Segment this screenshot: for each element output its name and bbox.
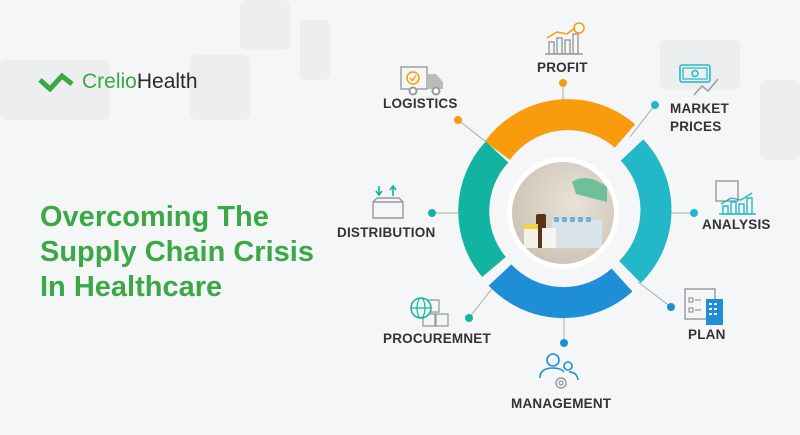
market-prices-dot bbox=[651, 101, 659, 109]
analysis-chart-icon bbox=[715, 180, 756, 215]
distribution-dot bbox=[428, 209, 436, 217]
node-management: MANAGEMENT bbox=[511, 396, 612, 411]
brand-name: CrelioHealth bbox=[82, 70, 198, 93]
brand-logo: CrelioHealth bbox=[38, 70, 198, 94]
node-plan: PLAN bbox=[688, 327, 726, 342]
arc-analysis bbox=[618, 139, 672, 284]
node-analysis: ANALYSIS bbox=[702, 217, 771, 232]
delivery-truck-icon bbox=[400, 66, 443, 96]
profit-chart-icon bbox=[545, 22, 585, 55]
node-logistics: LOGISTICS bbox=[383, 96, 458, 111]
logistics-dot bbox=[454, 116, 462, 124]
background-shape bbox=[300, 20, 330, 80]
lab-photo bbox=[507, 157, 619, 269]
global-procurement-icon bbox=[410, 297, 449, 327]
arc-management bbox=[488, 264, 633, 318]
background-shape bbox=[760, 80, 800, 160]
money-trend-icon bbox=[679, 64, 719, 96]
management-dot bbox=[560, 339, 568, 347]
plan-checklist-icon bbox=[684, 288, 723, 325]
background-shape bbox=[0, 60, 110, 120]
team-management-icon bbox=[539, 353, 579, 389]
arc-profit bbox=[484, 99, 636, 161]
analysis-dot bbox=[690, 209, 698, 217]
profit-dot bbox=[559, 79, 567, 87]
plan-dot bbox=[667, 303, 675, 311]
node-distribution: DISTRIBUTION bbox=[337, 225, 436, 240]
node-procurement: PROCUREMNET bbox=[383, 331, 491, 346]
background-shape bbox=[240, 0, 290, 50]
node-profit: PROFIT bbox=[537, 60, 588, 75]
procurement-dot bbox=[465, 314, 473, 322]
checkmark-logo-icon bbox=[38, 72, 74, 92]
box-exchange-icon bbox=[372, 184, 404, 219]
background-shape bbox=[190, 55, 250, 120]
arc-distribution bbox=[458, 141, 509, 277]
